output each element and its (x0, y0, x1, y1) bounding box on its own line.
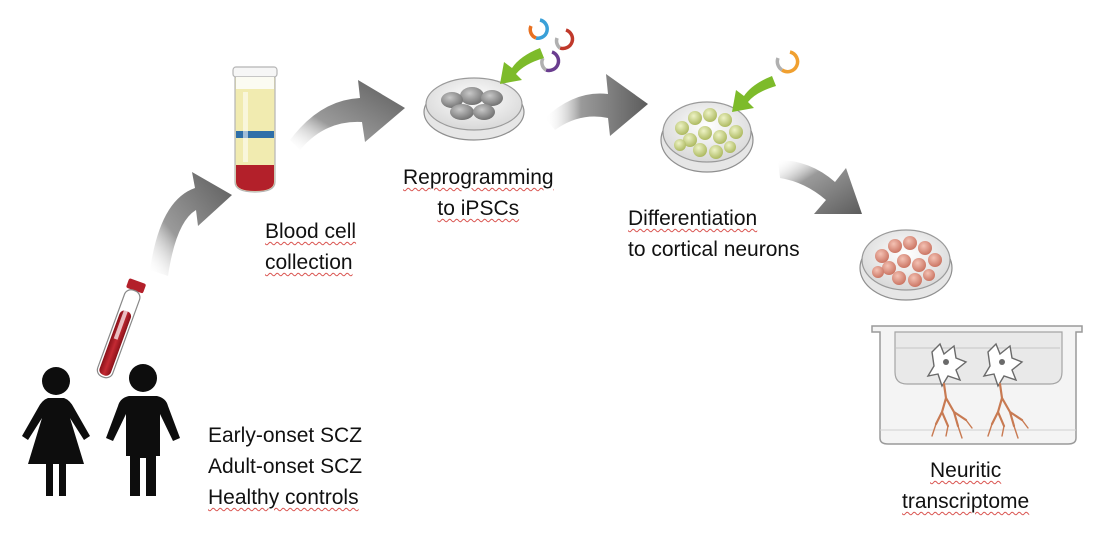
blood-collection-line-1: Blood cell (265, 220, 357, 243)
neuritic-label: Neuritic transcriptome (902, 455, 1029, 517)
centrifuge-tube-icon (232, 66, 278, 193)
differentiation-line-1: Differentiation (628, 207, 758, 230)
blood-tube-icon (96, 278, 146, 379)
reprogramming-line-1: Reprogramming (403, 166, 554, 189)
arrow-1-icon (150, 172, 232, 276)
transwell-icon (871, 325, 1083, 445)
reprogramming-label: Reprogramming to iPSCs (403, 162, 554, 224)
plasmid-icon (528, 18, 575, 73)
blood-collection-line-2: collection (265, 251, 353, 274)
plasmid-icon (775, 50, 800, 74)
groups-label: Early-onset SCZ Adult-onset SCZ Healthy … (208, 420, 362, 513)
neuron-icon (982, 342, 1029, 439)
neuritic-line-2: transcriptome (902, 490, 1030, 513)
group-early-onset: Early-onset SCZ (208, 424, 363, 447)
neuritic-line-1: Neuritic (930, 459, 1002, 482)
blood-collection-label: Blood cell collection (265, 216, 356, 278)
group-healthy-controls: Healthy controls (208, 486, 359, 509)
person-female-icon (22, 367, 90, 496)
green-arrow-icon (732, 76, 776, 112)
differentiation-line-2: to cortical neurons (628, 238, 800, 261)
arrow-4-icon (778, 160, 862, 214)
neuron-icon (926, 342, 973, 439)
green-arrow-icon (500, 48, 544, 84)
person-male-icon (106, 364, 180, 496)
petri-dish-icon (660, 101, 754, 173)
arrow-2-icon (290, 80, 405, 150)
differentiation-label: Differentiation to cortical neurons (628, 203, 800, 265)
arrow-3-icon (545, 74, 648, 136)
reprogramming-line-2: to iPSCs (437, 197, 520, 220)
group-adult-onset: Adult-onset SCZ (208, 455, 363, 478)
petri-dish-icon (423, 77, 525, 141)
petri-dish-icon (859, 229, 953, 301)
